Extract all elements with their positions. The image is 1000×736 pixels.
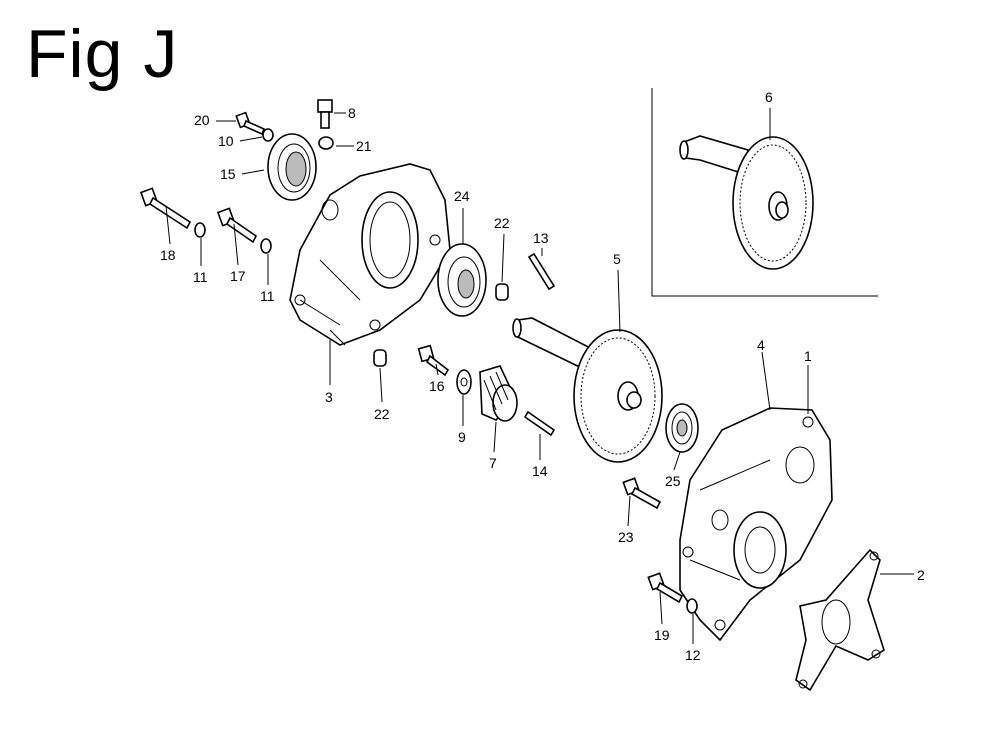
figure-title: Fig J — [26, 16, 179, 92]
callout-3: 3 — [325, 389, 333, 405]
part-17-bolt — [216, 207, 258, 244]
callout-21: 21 — [356, 138, 372, 154]
callout-9: 9 — [458, 429, 466, 445]
callout-20: 20 — [194, 112, 210, 128]
part-22-dowel-b — [373, 349, 387, 367]
callout-1: 1 — [804, 348, 812, 364]
callout-16: 16 — [429, 378, 445, 394]
part-8-bolt — [317, 99, 333, 129]
callout-12: 12 — [685, 647, 701, 663]
callout-23: 23 — [618, 529, 634, 545]
part-10-washer — [262, 128, 274, 142]
callout-11-b: 11 — [260, 288, 275, 304]
callout-14: 14 — [532, 463, 548, 479]
part-20-bolt — [235, 111, 266, 136]
callout-6: 6 — [765, 89, 773, 105]
part-23-bolt — [622, 477, 662, 510]
part-15-oil-seal — [267, 133, 317, 201]
callout-15: 15 — [220, 166, 236, 182]
inset-frame — [651, 88, 878, 297]
part-19-bolt — [647, 572, 684, 604]
callout-10: 10 — [218, 133, 234, 149]
callout-24: 24 — [454, 188, 470, 204]
part-2-gasket — [795, 548, 885, 692]
part-6-gear-shaft — [679, 135, 814, 270]
callout-5: 5 — [613, 251, 621, 267]
callout-22-a: 22 — [494, 215, 510, 231]
callout-4: 4 — [757, 337, 765, 353]
callout-22-b: 22 — [374, 406, 390, 422]
part-13-pin — [527, 252, 556, 291]
part-1-gear-case — [679, 407, 833, 642]
part-3-housing-cover — [289, 163, 451, 346]
part-12-washer — [686, 598, 698, 614]
part-16-bolt — [417, 344, 450, 377]
callout-11-a: 11 — [193, 269, 208, 285]
part-9-washer — [456, 369, 472, 395]
callout-7: 7 — [489, 455, 497, 471]
callout-18: 18 — [160, 247, 176, 263]
callout-labels: 20 10 8 21 15 24 22 13 18 11 17 11 3 22 … — [160, 89, 925, 663]
callout-25: 25 — [665, 473, 681, 489]
part-18-bolt — [139, 187, 192, 230]
part-22-dowel-a — [495, 283, 509, 301]
part-11-washer-b — [260, 238, 272, 254]
callout-19: 19 — [654, 627, 670, 643]
part-11-washer-a — [194, 222, 206, 238]
callout-13: 13 — [533, 230, 549, 246]
leader-lines — [165, 108, 914, 644]
part-14-pin — [523, 410, 556, 437]
callout-8: 8 — [348, 105, 356, 121]
part-24-bearing — [437, 243, 487, 317]
part-7-pinion-gear — [479, 365, 518, 422]
part-5-gear-shaft — [512, 317, 663, 463]
callout-2: 2 — [917, 567, 925, 583]
part-21-washer — [318, 136, 334, 150]
part-25-bearing — [665, 403, 699, 453]
callout-17: 17 — [230, 268, 246, 284]
